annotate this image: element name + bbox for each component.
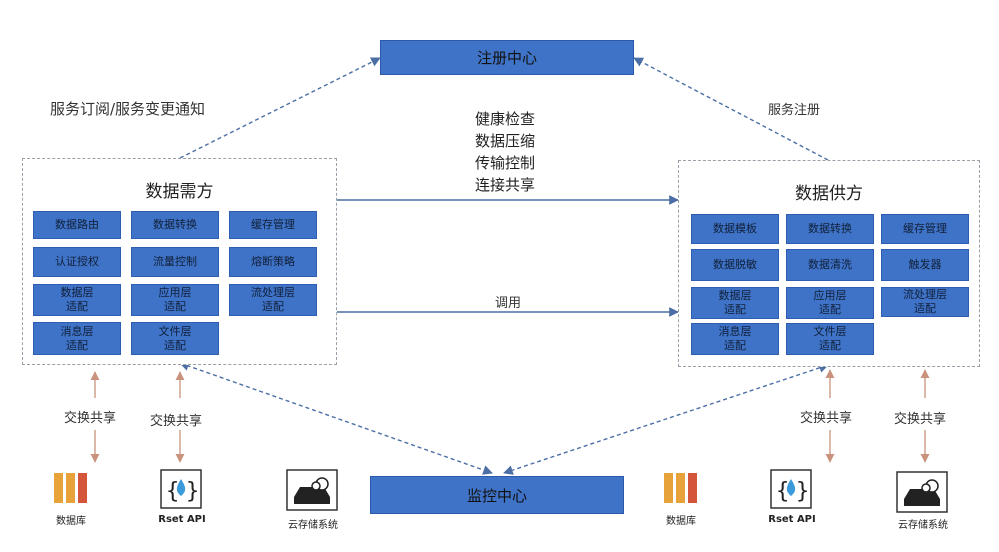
monitor-center-box[interactable]: 监控中心: [370, 476, 624, 514]
consumer-title: 数据需方: [145, 182, 214, 202]
exchange-label: 交换共享: [150, 414, 203, 429]
provider-module[interactable]: 数据脱敏: [691, 249, 779, 281]
exchange-label: 交换共享: [64, 411, 117, 426]
features-list: 健康检查 数据压缩 传输控制 连接共享: [475, 108, 535, 196]
consumer-panel: 数据需方 数据路由 数据转换 缓存管理 认证授权 流量控制 熔断策略 数据层 适…: [22, 158, 337, 365]
consumer-module[interactable]: 缓存管理: [229, 211, 317, 239]
cloud-storage-icon: [896, 471, 948, 513]
consumer-module[interactable]: 应用层 适配: [131, 284, 219, 316]
cloud-storage-icon: [286, 469, 338, 511]
provider-module[interactable]: 流处理层 适配: [881, 287, 969, 317]
consumer-module[interactable]: 数据层 适配: [33, 284, 121, 316]
consumer-module[interactable]: 流量控制: [131, 247, 219, 277]
provider-module[interactable]: 应用层 适配: [786, 287, 874, 319]
provider-module[interactable]: 文件层 适配: [786, 323, 874, 355]
monitor-left-arrow: [179, 361, 493, 475]
provider-module[interactable]: 缓存管理: [881, 214, 969, 244]
provider-module[interactable]: 数据模板: [691, 214, 779, 244]
resource-label: 数据库: [666, 516, 696, 527]
consumer-module[interactable]: 认证授权: [33, 247, 121, 277]
registry-center-label: 注册中心: [476, 49, 537, 67]
svg-text:}: }: [186, 479, 199, 504]
resource-label: 数据库: [56, 516, 86, 527]
consumer-module[interactable]: 数据转换: [131, 211, 219, 239]
call-label: 调用: [495, 296, 522, 311]
feature-item: 数据压缩: [475, 132, 536, 150]
exchange-label: 交换共享: [800, 411, 853, 426]
subscribe-label: 服务订阅/服务变更通知: [50, 100, 206, 118]
feature-item: 传输控制: [475, 154, 536, 172]
svg-text:{: {: [166, 479, 179, 504]
svg-text:}: }: [796, 479, 809, 504]
consumer-module[interactable]: 流处理层 适配: [229, 284, 317, 316]
database-icon: [662, 471, 700, 505]
database-icon: [52, 471, 90, 505]
svg-text:{: {: [776, 479, 789, 504]
provider-module[interactable]: 触发器: [881, 249, 969, 281]
consumer-module[interactable]: 熔断策略: [229, 247, 317, 277]
monitor-right-arrow: [503, 363, 829, 475]
resource-label: 云存储系统: [288, 520, 338, 531]
feature-item: 连接共享: [475, 176, 536, 194]
monitor-center-label: 监控中心: [466, 486, 527, 505]
provider-panel: 数据供方 数据模板 数据转换 缓存管理 数据脱敏 数据清洗 触发器 数据层 适配…: [678, 160, 980, 367]
subscribe-arrow: [179, 57, 381, 159]
resource-label: 云存储系统: [898, 520, 948, 531]
consumer-module[interactable]: 数据路由: [33, 211, 121, 239]
consumer-module[interactable]: 消息层 适配: [33, 322, 121, 355]
exchange-label: 交换共享: [894, 412, 947, 427]
registry-center-box[interactable]: 注册中心: [380, 40, 634, 75]
feature-item: 健康检查: [475, 110, 536, 128]
provider-module[interactable]: 数据层 适配: [691, 287, 779, 319]
register-label: 服务注册: [768, 103, 821, 118]
provider-title: 数据供方: [795, 184, 863, 204]
rest-api-icon: {}: [770, 469, 812, 509]
resource-label: Rset API: [158, 514, 206, 525]
provider-module[interactable]: 消息层 适配: [691, 323, 779, 355]
resource-label: Rset API: [768, 514, 816, 525]
provider-module[interactable]: 数据转换: [786, 214, 874, 244]
consumer-module[interactable]: 文件层 适配: [131, 322, 219, 355]
register-arrow: [633, 57, 829, 161]
rest-api-icon: {}: [160, 469, 202, 509]
provider-module[interactable]: 数据清洗: [786, 249, 874, 281]
